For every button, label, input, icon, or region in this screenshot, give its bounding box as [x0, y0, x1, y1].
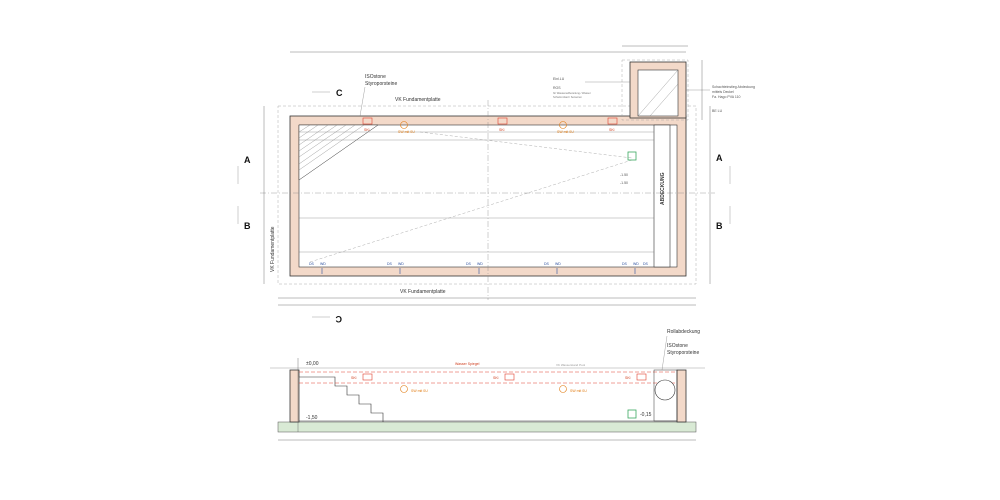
svg-text:SKi: SKi [609, 128, 615, 132]
section-orange-marker: SW mit 0U [559, 385, 587, 393]
section-styro-label: Styroporsteine [667, 350, 699, 356]
svg-text:WD: WD [555, 262, 561, 266]
svg-text:DS: DS [387, 262, 393, 266]
ros-note-2: Schwimmbad / Sensoren [553, 95, 582, 99]
section-left-wall [289, 369, 300, 423]
section-roller [654, 379, 676, 401]
section-red-marker: SKi [351, 373, 373, 381]
section-b-right: B [716, 221, 723, 231]
section-green-box [627, 409, 637, 419]
schacht-label-2: mittels Deckel [712, 90, 734, 94]
section-level-right: -0,15 [640, 412, 652, 418]
svg-text:DS: DS [466, 262, 472, 266]
wasser-label-2: VK Wasserstand Pool [556, 363, 585, 367]
svg-text:SKi: SKi [364, 128, 370, 132]
svg-text:SKi: SKi [351, 376, 357, 380]
plan-dimension-lines [263, 45, 711, 306]
styro-label: Styroporsteine [365, 81, 397, 87]
section-right-wall [676, 369, 687, 423]
section-level-top: ±0,00 [306, 361, 319, 367]
schacht-label-3: Fa. Hago PVA 110 [712, 95, 741, 99]
svg-text:WD: WD [320, 262, 326, 266]
plan-dim-diag-2 [419, 131, 633, 159]
svg-text:SKi: SKi [493, 376, 499, 380]
schacht-label-1: Schachteinstieg Abdeckung [712, 85, 755, 89]
svg-text:SW mit 0U: SW mit 0U [411, 389, 428, 393]
vk-bottom-label: VK Fundamentplatte [400, 289, 446, 295]
svg-text:DS: DS [622, 262, 628, 266]
section-shaft [653, 369, 678, 422]
red-marker: SKi [497, 117, 508, 132]
cover-channel [653, 124, 671, 268]
svg-text:SW mit 0U: SW mit 0U [398, 130, 415, 134]
rollabdeckung-label: Rollabdeckung [667, 329, 700, 335]
section-label-leader [661, 335, 668, 371]
cover-channel-label: ABDECKUNG [660, 172, 666, 205]
vk-top-label: VK Fundamentplatte [395, 97, 441, 103]
plan-level-1: -1.50 [620, 173, 628, 177]
section-orange-marker: SW mit 0U [400, 385, 428, 393]
section-c-top: C [336, 88, 343, 98]
section-isostone-label: ISOstone [667, 343, 688, 349]
section-dimension-lines [278, 358, 696, 441]
green-box [627, 151, 637, 161]
isostone-leader [359, 86, 366, 117]
orange-marker: SW mit 0U [557, 121, 574, 134]
wasser-label: Wasser Spiegel [455, 362, 480, 366]
section-level-bottom: -1,50 [306, 415, 318, 421]
red-marker: SKi [607, 117, 618, 132]
ros-note-1: für Wasseraufbereitung / Wasser [553, 91, 591, 95]
section-a-right: A [716, 153, 723, 163]
isostone-label: ISOstone [365, 74, 386, 80]
section-ground [277, 421, 697, 433]
stairs [298, 124, 379, 181]
orange-marker: SW mit 0U [398, 121, 415, 134]
foundation-outline [277, 105, 697, 285]
plan-view: ABDECKUNG SKi SKi [237, 45, 755, 324]
blue-marker-ticks [321, 268, 636, 274]
blue-markers: DS WD DS WD DS WD DS WD DS WD DS [309, 262, 649, 266]
section-a-left: A [244, 155, 251, 165]
ros-label: ROS [553, 86, 561, 90]
be-lu-label: BE LU [712, 109, 723, 113]
svg-text:SKi: SKi [499, 128, 505, 132]
section-c-bottom: C [335, 314, 342, 324]
svg-text:SW mit 0U: SW mit 0U [557, 130, 574, 134]
section-view: SKi SKi SKi SW mit 0U SW mit 0U ±0,00 -1… [270, 329, 705, 441]
shaft-diagonal-2 [649, 83, 679, 117]
svg-text:WD: WD [398, 262, 404, 266]
vk-left-label: VK Fundamentplatte [270, 226, 276, 272]
red-marker: SKi [362, 117, 373, 132]
svg-text:SW mit 0U: SW mit 0U [570, 389, 587, 393]
plan-level-2: -1.50 [620, 181, 628, 185]
svg-text:WD: WD [633, 262, 639, 266]
section-arrows [237, 91, 731, 318]
svg-text:SKi: SKi [625, 376, 631, 380]
plan-dim-diag [309, 159, 633, 263]
svg-text:WD: WD [477, 262, 483, 266]
svg-text:DS: DS [643, 262, 649, 266]
svg-text:DS: DS [544, 262, 550, 266]
section-red-marker: SKi [625, 373, 647, 381]
einl-label: Einl.LU [553, 77, 565, 81]
section-red-marker: SKi [493, 373, 515, 381]
svg-text:DS: DS [309, 262, 315, 266]
section-b-left: B [244, 221, 251, 231]
shaft-diagonal [637, 69, 679, 117]
